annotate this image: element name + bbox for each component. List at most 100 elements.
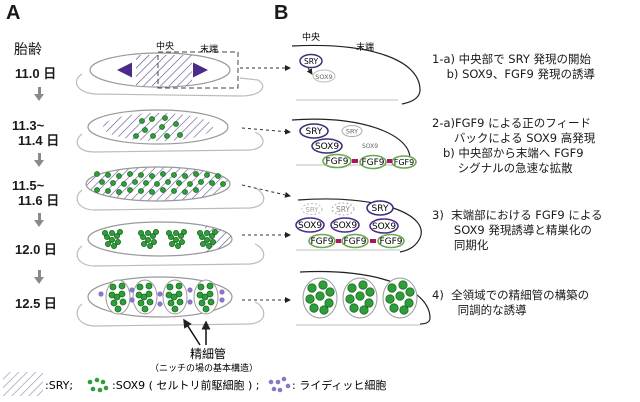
- sox9-cell: [197, 283, 205, 291]
- row4-tubules: [302, 277, 418, 319]
- sox9-cell: [102, 229, 109, 236]
- description-step-4: 4) 全領域での精細管の構築の 同調的な誘導: [432, 288, 590, 317]
- timeline-arrows: [34, 87, 44, 284]
- sox9-cell: [145, 282, 153, 290]
- sox9-cell: [113, 293, 121, 301]
- sox9-cell: [165, 179, 171, 185]
- sox9-cell: [137, 229, 144, 236]
- legend-leydig-label: : ライディッヒ細胞: [292, 378, 386, 392]
- sox9-cell: [203, 229, 210, 236]
- sox9-cell: [110, 299, 118, 307]
- sox9-cell: [405, 287, 415, 297]
- gene-fgf9: FGF9: [325, 157, 348, 167]
- sox9-cell: [187, 181, 193, 187]
- sox9-cell: [144, 229, 151, 236]
- gene-sry-faded: SRY: [305, 206, 319, 214]
- sox9-cell: [203, 236, 210, 243]
- gene-sry-faded: SRY: [336, 205, 350, 214]
- sox9-cell: [349, 303, 359, 313]
- age-stage-4: 12.0 日: [15, 242, 57, 257]
- panel-a-label: A: [6, 2, 21, 24]
- sox9-cell: [404, 298, 414, 308]
- sox9-cell: [172, 229, 179, 236]
- sox9-cell: [324, 298, 334, 308]
- sox9-cell: [146, 242, 153, 249]
- sox9-cell: [132, 179, 138, 185]
- gonad-stage-4: [76, 221, 291, 267]
- sox9-cell: [347, 283, 357, 293]
- sox9-cell: [118, 282, 126, 290]
- sox9-cell: [172, 236, 179, 243]
- row2-genes: SRY SOX9 FGF9 SRY SOX9 FGF9 FGF9: [299, 123, 417, 170]
- gene-sox9: SOX9: [333, 221, 357, 231]
- sox9-cell: [162, 115, 168, 121]
- sox9-cell: [109, 236, 116, 243]
- sox9-cell: [94, 171, 100, 177]
- sox9-cell: [355, 291, 365, 301]
- sox9-cell: [209, 238, 216, 245]
- sox9-cell: [365, 287, 375, 297]
- sox9-cell: [198, 179, 204, 185]
- sox9-cell: [193, 187, 199, 193]
- sox9-cell: [144, 236, 151, 243]
- sox9-cell: [150, 133, 156, 139]
- sox9-cell: [105, 188, 111, 194]
- panel-b-label: B: [274, 2, 289, 24]
- sox9-cell: [182, 173, 188, 179]
- tubule-sublabel: （ニッチの場の基本構造）: [150, 362, 258, 374]
- sry-region: [136, 55, 192, 86]
- sox9-cell: [105, 172, 111, 178]
- sox9-cell: [149, 189, 155, 195]
- sox9-cell: [149, 232, 156, 239]
- sox9-cell: [146, 298, 154, 306]
- sox9-cell: [319, 305, 329, 315]
- sox9-cell: [215, 173, 221, 179]
- sox9-cell: [127, 171, 133, 177]
- gene-sox9-faded: SOX9: [362, 143, 378, 150]
- age-stage-1: 11.0 日: [15, 66, 57, 81]
- sox9-cell: [176, 180, 182, 186]
- description-step-2: 2-a)FGF9 による正のフィード バックによる SOX9 高発現 b) 中央…: [432, 116, 596, 175]
- gonad-stage-2: [76, 109, 291, 153]
- gene-sry-faded: SRY: [346, 128, 358, 136]
- legend: [3, 372, 291, 396]
- sox9-cell: [395, 291, 405, 301]
- sox9-cell: [115, 238, 122, 245]
- legend-sry-swatch: [3, 372, 43, 396]
- sox9-cell: [137, 299, 145, 307]
- sox9-cell: [182, 189, 188, 195]
- sox9-cell: [114, 305, 122, 313]
- gene-fgf9: FGF9: [361, 158, 384, 168]
- sox9-cells: [94, 171, 226, 195]
- sox9-cell: [171, 172, 177, 178]
- sox9-cell: [359, 305, 369, 315]
- leydig-cell: [129, 287, 135, 293]
- legend-sry-label: :SRY;: [45, 379, 73, 392]
- sox9-cell: [141, 305, 149, 313]
- leydig-cell: [219, 297, 225, 303]
- sox9-cell: [178, 238, 185, 245]
- sox9-cell: [398, 280, 408, 290]
- sox9-cell: [140, 240, 147, 247]
- sox9-cell: [176, 298, 184, 306]
- sox9-cell: [165, 229, 172, 236]
- sox9-cell: [307, 283, 317, 293]
- sox9-cell: [109, 229, 116, 236]
- description-step-1: 1-a) 中央部で SRY 発現の開始 b) SOX9、FGF9 発現の誘導: [432, 52, 595, 81]
- sox9-cell: [114, 232, 121, 239]
- leydig-cell: [219, 289, 225, 295]
- b-region-end: 末端: [356, 41, 374, 53]
- sox9-cells: [133, 115, 183, 139]
- sox9-cell: [159, 124, 165, 130]
- sox9-cell: [127, 187, 133, 193]
- age-title: 胎齢: [14, 41, 42, 57]
- sox9-cell: [152, 228, 159, 235]
- sox9-cell: [160, 187, 166, 193]
- sox9-cell: [174, 242, 181, 249]
- sox9-cell: [160, 171, 166, 177]
- leydig-cell: [129, 297, 135, 303]
- age-stage-2: 11.3~11.4 日: [12, 118, 60, 148]
- sox9-cell: [305, 294, 315, 304]
- sox9-cell: [143, 180, 149, 186]
